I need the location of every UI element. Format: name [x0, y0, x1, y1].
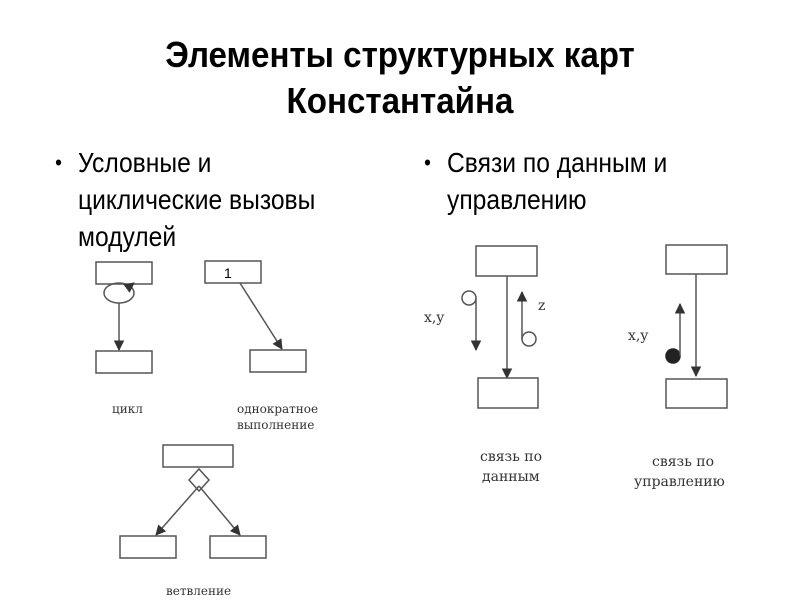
slide-title: Элементы структурных карт Константайна	[32, 32, 768, 124]
data-circle-icon	[521, 331, 537, 347]
data-link-diagram	[461, 245, 539, 409]
call-arrow	[155, 485, 200, 536]
module-box	[665, 244, 728, 275]
title-line-2: Константайна	[286, 80, 514, 121]
title-line-1: Элементы структурных карт	[165, 34, 635, 75]
module-box	[209, 535, 267, 559]
control-link-diagram	[665, 244, 728, 409]
bullet-line: управлению	[447, 184, 587, 215]
branch-caption: ветвление	[166, 584, 231, 598]
bullet-line: модулей	[78, 221, 177, 252]
data-link-caption-1: связь по	[480, 449, 542, 465]
bullet-line: Связи по данным и	[447, 147, 668, 178]
loop-ellipse	[103, 282, 135, 304]
call-arrow	[239, 282, 283, 350]
branch-diagram	[119, 444, 267, 559]
data-out-label: z	[538, 298, 545, 314]
bullet-line: циклические вызовы	[78, 184, 316, 215]
control-link-caption-1: связь по	[652, 454, 714, 470]
module-box	[665, 378, 728, 409]
once-execution-diagram	[204, 260, 307, 373]
control-link-caption-2: управлению	[634, 474, 725, 490]
module-box	[204, 260, 262, 284]
cycle-diagram	[95, 261, 153, 374]
bullet-dot: •	[424, 150, 431, 175]
data-in-label: x,y	[424, 310, 444, 326]
bullet-line: Условные и	[78, 147, 212, 178]
box-label: 1	[224, 265, 232, 281]
once-caption-2: выполнение	[237, 418, 314, 432]
module-box	[475, 245, 538, 277]
condition-diamond	[187, 467, 211, 493]
loop-arrow	[123, 282, 135, 293]
module-box	[477, 377, 539, 409]
control-label: x,y	[628, 328, 648, 344]
module-box	[95, 261, 153, 285]
once-caption-1: однократное	[237, 402, 318, 416]
bullet-dot: •	[55, 150, 62, 175]
control-dot-icon	[665, 348, 681, 364]
data-link-caption-2: данным	[482, 469, 540, 485]
bullet-conditional-cyclic-calls: • Условные и циклические вызовы модулей	[55, 144, 395, 255]
module-box	[249, 349, 307, 373]
cycle-caption: цикл	[112, 402, 143, 416]
call-arrow	[198, 485, 241, 536]
data-circle-icon	[461, 290, 477, 306]
module-box	[119, 535, 177, 559]
module-box	[95, 350, 153, 374]
module-box	[162, 444, 234, 468]
bullet-data-control-links: • Связи по данным и управлению	[424, 144, 729, 218]
